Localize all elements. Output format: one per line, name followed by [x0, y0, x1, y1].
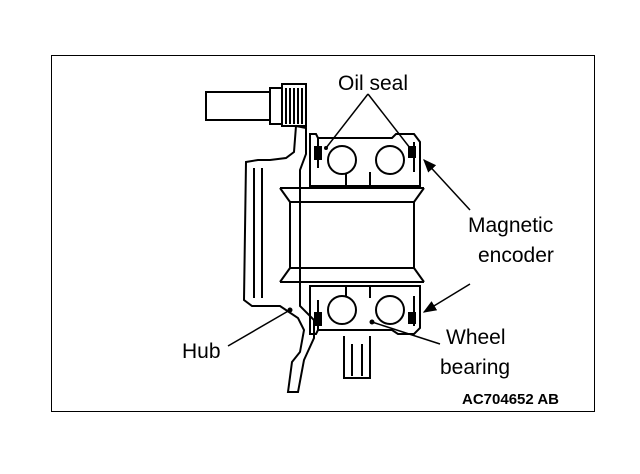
oil-seal-dot-right	[408, 146, 412, 150]
magnetic-encoder-arrow-lower	[422, 283, 471, 313]
hub-body	[242, 124, 315, 393]
magnetic-encoder-arrow-upper	[423, 159, 471, 211]
label-wheel: Wheel	[446, 326, 506, 349]
wheel-bearing-dot	[369, 319, 375, 325]
oil-seal-leader-left	[325, 93, 369, 149]
lower-roller-right	[375, 295, 405, 325]
upper-roller-right	[375, 145, 405, 175]
hub-bore	[279, 187, 425, 283]
wheel-bearing-leader	[371, 321, 441, 345]
mount-bracket	[343, 336, 371, 379]
oil-seal-upper-right	[408, 146, 416, 158]
label-hub: Hub	[182, 340, 221, 363]
oil-seal-lower-right	[408, 312, 416, 324]
label-oil-seal: Oil seal	[338, 72, 408, 95]
label-bearing: bearing	[440, 356, 510, 379]
oil-seal-upper-left	[314, 146, 322, 160]
hub-leader	[227, 309, 291, 347]
figure-code: AC704652 AB	[462, 391, 559, 408]
label-magnetic: Magnetic	[468, 214, 553, 237]
label-encoder: encoder	[478, 244, 554, 267]
upper-roller-left	[327, 145, 357, 175]
oil-seal-dot-left	[324, 146, 328, 150]
wheel-stud	[205, 83, 307, 127]
oil-seal-leader-right	[367, 93, 411, 149]
oil-seal-lower-left	[314, 312, 322, 326]
lower-roller-left	[327, 295, 357, 325]
hub-dot	[287, 307, 293, 313]
diagram-frame	[51, 55, 595, 412]
leader-lines	[227, 93, 471, 347]
